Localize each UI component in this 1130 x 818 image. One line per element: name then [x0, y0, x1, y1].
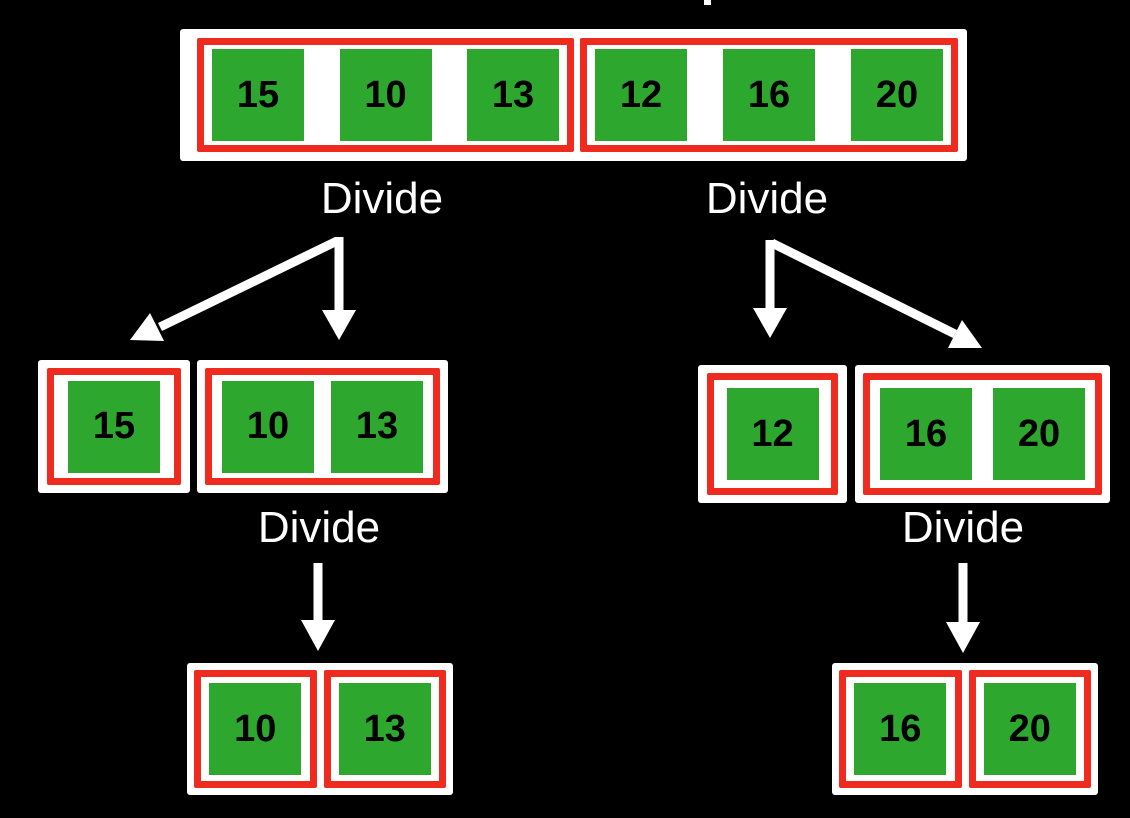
- array-cell: 13: [467, 49, 559, 141]
- array-cell: 13: [331, 380, 423, 473]
- divide-label: Divide: [320, 174, 444, 223]
- down-left-arrow-icon: [130, 236, 339, 341]
- array-panel-15: 15: [38, 360, 190, 493]
- array-panel-10-13-split: 10 13: [187, 663, 453, 795]
- down-arrow-icon: [753, 240, 787, 338]
- array-box-12: 12: [707, 373, 838, 495]
- divide-label: Divide: [257, 503, 381, 552]
- down-arrow-icon: [322, 237, 356, 340]
- array-panel-16-20-split: 16 20: [832, 663, 1098, 795]
- array-cell: 15: [212, 49, 304, 141]
- array-box-13: 13: [323, 670, 446, 788]
- array-box-10-13: 10 13: [205, 368, 440, 485]
- down-arrow-icon: [301, 563, 335, 651]
- array-cell: 10: [339, 49, 432, 141]
- array-cell: 12: [726, 388, 819, 480]
- down-right-arrow-icon: [769, 238, 982, 348]
- array-panel-12: 12: [698, 365, 847, 503]
- array-cell: 16: [880, 388, 972, 480]
- array-cell: 10: [209, 683, 302, 775]
- array-panel-16-20: 16 20: [855, 365, 1110, 503]
- array-box-12-16-20: 12 16 20: [580, 38, 958, 152]
- clipped-title-text-fragment: [704, 0, 711, 5]
- divide-label: Divide: [705, 174, 829, 223]
- array-panel-level1: 15 10 13 12 16 20: [180, 29, 967, 161]
- array-box-15-10-13: 15 10 13: [197, 38, 574, 152]
- array-cell: 13: [338, 683, 431, 775]
- array-cell: 16: [854, 683, 947, 775]
- array-box-16-20: 16 20: [863, 373, 1102, 495]
- array-box-16: 16: [839, 670, 962, 788]
- array-cell: 16: [723, 49, 815, 141]
- array-cell: 20: [993, 388, 1085, 480]
- array-cell: 10: [222, 380, 314, 473]
- array-cell: 12: [595, 49, 687, 141]
- array-panel-10-13: 10 13: [197, 360, 448, 493]
- array-cell: 20: [851, 49, 943, 141]
- array-box-10: 10: [194, 670, 317, 788]
- divide-label: Divide: [901, 503, 1025, 552]
- array-cell: 15: [68, 380, 160, 473]
- down-arrow-icon: [946, 563, 980, 653]
- array-cell: 20: [983, 683, 1076, 775]
- array-box-15: 15: [47, 368, 181, 485]
- array-box-20: 20: [968, 670, 1091, 788]
